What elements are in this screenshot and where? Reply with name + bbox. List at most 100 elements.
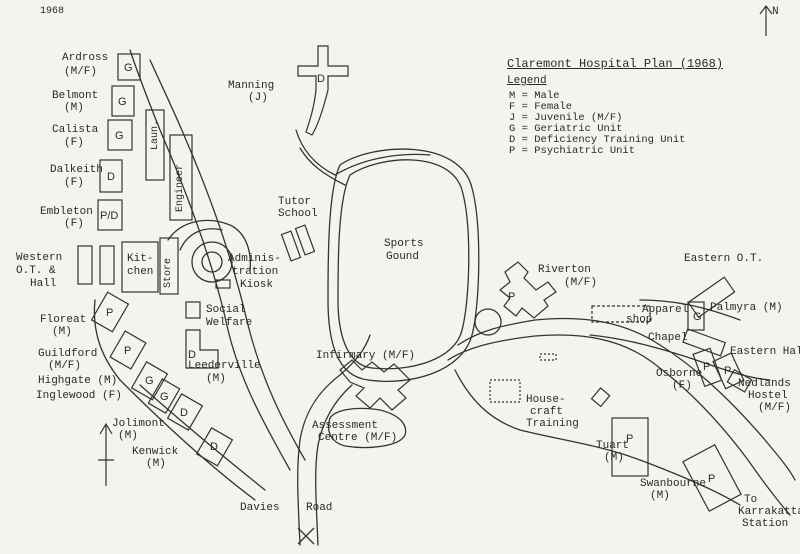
label-western-ot-1: Western xyxy=(16,252,63,264)
label-manning: Manning xyxy=(228,80,275,92)
label-western-ot-3: Hall xyxy=(30,278,57,290)
label-social-welfare-2: Welfare xyxy=(206,317,253,329)
label-housecraft-3: Training xyxy=(526,418,579,430)
code-belmont: G xyxy=(118,96,127,108)
north-arrow-icon xyxy=(759,5,773,36)
code-swanbourne: P xyxy=(708,473,715,485)
code-leederville: D xyxy=(188,349,196,361)
label-leederville: Leederville xyxy=(188,360,261,372)
label-apparel-shop-1: Apparel xyxy=(642,304,689,316)
label-engineer: Engineer xyxy=(175,163,186,212)
legend-row-m: M = Male xyxy=(509,90,560,102)
label-to-karrakatta-3: Station xyxy=(742,518,789,530)
label-embleton-type: (F) xyxy=(64,218,84,230)
manning-building xyxy=(297,45,349,136)
label-floreat-type: (M) xyxy=(52,326,72,338)
road-end-mark-icon xyxy=(297,527,315,545)
label-eastern-ot: Eastern O.T. xyxy=(684,253,764,265)
label-to-karrakatta-2: Karrakatta xyxy=(738,506,800,518)
label-floreat: Floreat xyxy=(40,314,87,326)
label-kitchen-1: Kit- xyxy=(127,253,154,265)
legend-row-j: J = Juvenile (M/F) xyxy=(509,112,623,124)
label-embleton: Embleton xyxy=(40,206,93,218)
legend-row-g: G = Geriatric Unit xyxy=(509,123,623,135)
legend-heading: Legend xyxy=(507,75,547,87)
label-administration-1: Adminis- xyxy=(228,253,281,265)
label-tutor-school-2: School xyxy=(278,208,318,220)
label-jolimont: Jolimont xyxy=(112,418,165,430)
code-ardross: G xyxy=(124,62,133,74)
davies-road xyxy=(297,334,371,546)
label-inglewood: Inglewood (F) xyxy=(36,390,122,402)
label-kenwick-type: (M) xyxy=(146,458,166,470)
label-sports-ground-2: Gound xyxy=(386,251,420,263)
label-housecraft-2: craft xyxy=(530,406,564,418)
label-eastern-hall: Eastern Hal xyxy=(730,346,800,358)
label-guildford: Guildford xyxy=(38,348,98,360)
legend-row-p: P = Psychiatric Unit xyxy=(509,145,636,157)
label-infirmary: Infirmary (M/F) xyxy=(316,350,416,362)
code-guildford: P xyxy=(124,345,131,357)
label-kitchen-2: chen xyxy=(127,266,154,278)
label-manning-type: (J) xyxy=(248,92,268,104)
north-label: N xyxy=(772,6,779,18)
label-tuart-type: (M) xyxy=(604,452,624,464)
code-riverton: P xyxy=(508,291,515,303)
label-calista: Calista xyxy=(52,124,99,136)
corner-note: 1968 xyxy=(40,6,65,17)
label-dalkeith-type: (F) xyxy=(64,177,84,189)
label-tuart: Tuart xyxy=(596,440,630,452)
label-assessment-2: Centre (M/F) xyxy=(318,432,398,444)
label-palmyra: Palmyra (M) xyxy=(710,302,783,314)
label-swanbourne-type: (M) xyxy=(650,490,670,502)
label-store: Store xyxy=(163,257,174,288)
label-western-ot-2: O.T. & xyxy=(16,265,56,277)
code-dalkeith: D xyxy=(107,171,115,183)
label-davies-road-2: Road xyxy=(306,502,333,514)
label-belmont: Belmont xyxy=(52,90,99,102)
label-calista-type: (F) xyxy=(64,137,84,149)
code-jolimont: D xyxy=(180,407,188,419)
code-calista: G xyxy=(115,130,124,142)
label-leederville-type: (M) xyxy=(206,373,226,385)
code-highgate: G xyxy=(145,375,154,387)
code-palmyra: G xyxy=(693,311,702,323)
label-social-welfare-1: Social xyxy=(206,304,246,316)
label-kenwick: Kenwick xyxy=(132,446,179,458)
map-title: Claremont Hospital Plan (1968) xyxy=(507,57,724,71)
label-kiosk: Kiosk xyxy=(240,279,274,291)
label-osborne: Osborne xyxy=(656,368,703,380)
label-osborne-type: (F) xyxy=(672,380,692,392)
label-swanbourne: Swanbourne xyxy=(640,478,707,490)
label-dalkeith: Dalkeith xyxy=(50,164,103,176)
code-tuart: P xyxy=(626,433,633,445)
legend-row-d: D = Deficiency Training Unit xyxy=(509,134,686,146)
code-kenwick: D xyxy=(210,441,218,453)
label-nedlands-3: (M/F) xyxy=(758,402,792,414)
label-apparel-shop-2: shop xyxy=(626,314,653,326)
north-arrow-left-icon xyxy=(98,422,114,486)
label-housecraft-1: House- xyxy=(526,394,566,406)
label-chapel: Chapel xyxy=(648,332,688,344)
legend-row-f: F = Female xyxy=(509,101,573,113)
label-assessment-1: Assessment xyxy=(312,420,379,432)
label-ardross-type: (M/F) xyxy=(64,66,98,78)
label-riverton-type: (M/F) xyxy=(564,277,598,289)
code-osborne-2: P xyxy=(724,365,731,377)
label-davies-road-1: Davies xyxy=(240,502,280,514)
label-ardross: Ardross xyxy=(62,52,109,64)
label-nedlands-2: Hostel xyxy=(748,390,788,402)
label-guildford-type: (M/F) xyxy=(48,360,82,372)
sports-ground-oval xyxy=(337,159,470,370)
code-osborne-1: P xyxy=(703,361,710,373)
label-highgate: Highgate (M) xyxy=(38,375,118,387)
label-riverton: Riverton xyxy=(538,264,591,276)
label-jolimont-type: (M) xyxy=(118,430,138,442)
label-to-karrakatta-1: To xyxy=(744,494,758,506)
code-inglewood: G xyxy=(160,391,169,403)
label-tutor-school-1: Tutor xyxy=(278,196,312,208)
code-manning: D xyxy=(317,73,325,85)
label-sports-ground-1: Sports xyxy=(384,238,424,250)
label-laundry: Laun. xyxy=(150,119,161,150)
